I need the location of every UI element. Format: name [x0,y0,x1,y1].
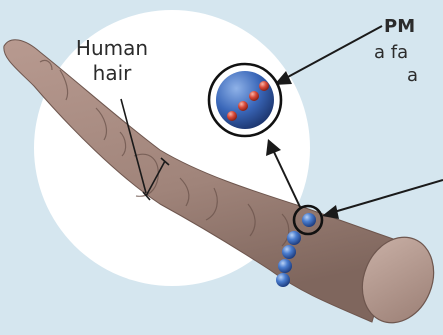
pm-label-line3: a [407,65,418,87]
pm-label-line2: a fa [374,42,408,64]
hair-label: Human hair [62,36,162,86]
hair-label-line2: hair [62,61,162,86]
hair-label-line1: Human [62,36,162,61]
pointer-arrow-right [322,180,443,219]
pointer-arrow-pm [274,26,382,85]
zoom-inset [209,64,281,136]
pm-label: PM [384,16,415,38]
pm-label-prefix: PM [384,16,415,37]
